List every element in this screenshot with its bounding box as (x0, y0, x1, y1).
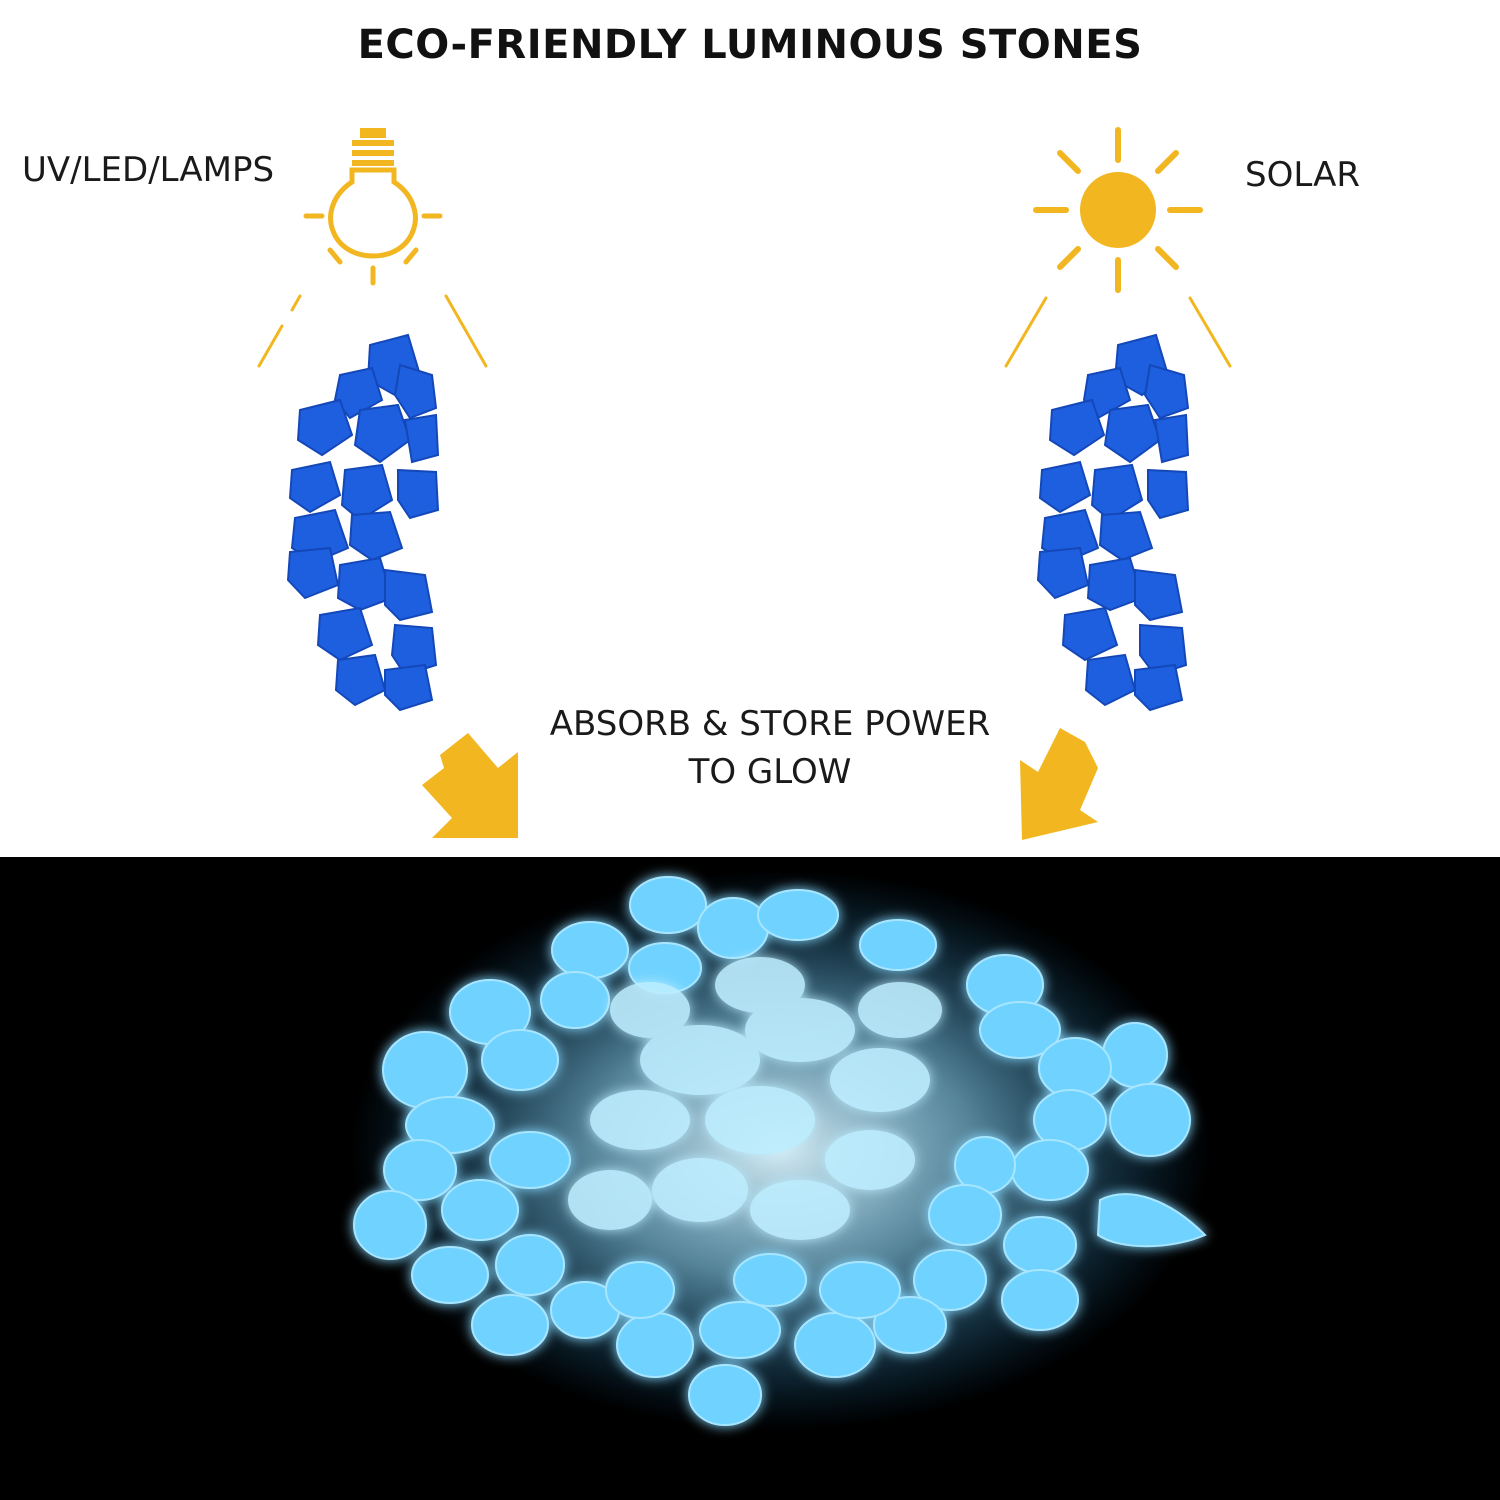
absorb-store-line-2: TO GLOW (688, 752, 852, 792)
uv-led-lamps-label: UV/LED/LAMPS (22, 150, 275, 190)
absorb-store-text: ABSORB & STORE POWER TO GLOW (520, 700, 1020, 796)
blue-stones-left (286, 333, 440, 712)
arrow-down-right-icon (422, 733, 518, 838)
blue-stones-right (1036, 333, 1190, 712)
light-bulb-icon (257, 128, 488, 368)
sun-icon (1004, 127, 1232, 368)
page-title: ECO-FRIENDLY LUMINOUS STONES (357, 22, 1143, 68)
solar-label: SOLAR (1245, 155, 1360, 195)
absorb-store-line-1: ABSORB & STORE POWER (549, 704, 991, 744)
arrow-down-left-icon (1020, 728, 1098, 840)
glowing-stones-pile (350, 870, 1210, 1430)
